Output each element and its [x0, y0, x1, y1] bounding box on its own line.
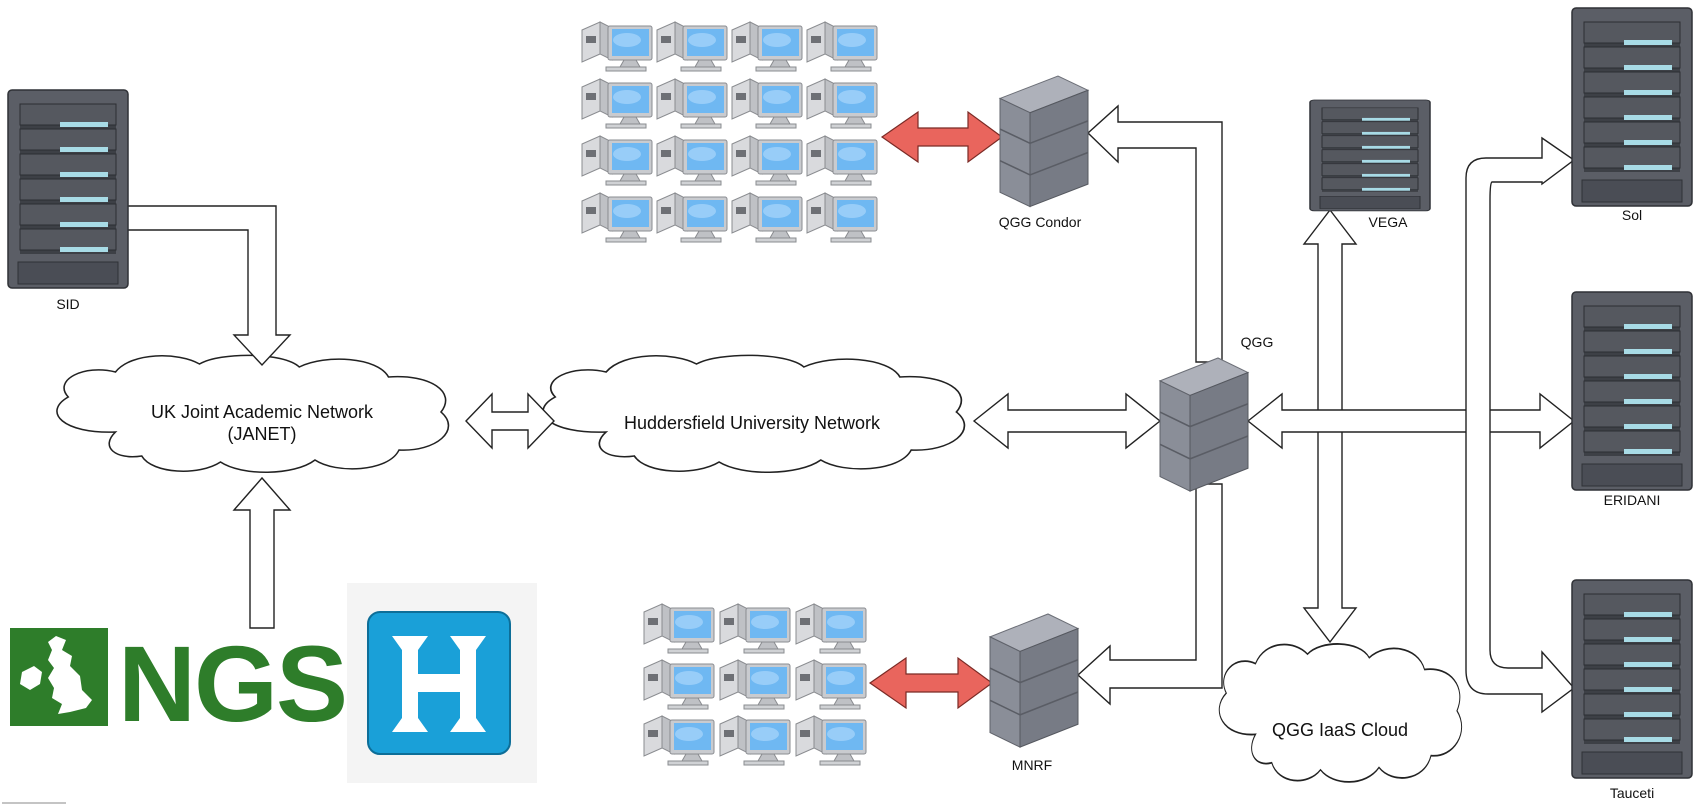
mnrf-pc-cluster	[643, 603, 867, 766]
red-arrow-condor	[880, 110, 1004, 164]
ngs-logo	[10, 628, 108, 726]
mnrf-server	[989, 613, 1079, 748]
janet-label: UK Joint Academic Network (JANET)	[151, 401, 373, 445]
arrow-sid-janet	[125, 205, 292, 367]
arrow-janet-huddersfield	[465, 392, 555, 450]
arrow-huddersfield-qgg	[972, 392, 1162, 450]
sol-label: Sol	[1621, 207, 1643, 223]
janet-label-line2: (JANET)	[227, 424, 297, 444]
qgg-condor-server	[999, 75, 1089, 208]
qgg-label: QGG	[1240, 334, 1274, 350]
sid-server	[7, 89, 129, 289]
vega-server	[1309, 99, 1431, 212]
arrow-qgg-eridani	[1246, 392, 1576, 450]
vega-label: VEGA	[1368, 214, 1408, 230]
connectors	[125, 104, 1576, 714]
iaas-label: QGG IaaS Cloud	[1271, 720, 1409, 740]
ngs-logo-text: NGS	[118, 623, 348, 744]
red-arrow-mnrf	[868, 656, 994, 710]
janet-label-line1: UK Joint Academic Network	[150, 402, 374, 422]
h-logo	[347, 583, 537, 783]
h-letter-icon	[392, 636, 486, 732]
tauceti-server	[1571, 579, 1693, 779]
arrow-sol-tauceti	[1465, 136, 1576, 714]
eridani-label: ERIDANI	[1603, 492, 1661, 508]
mnrf-label: MNRF	[1011, 757, 1053, 773]
arrow-ngs-janet	[232, 476, 292, 629]
condor-pc-cluster	[581, 21, 878, 243]
sol-server	[1571, 7, 1693, 207]
eridani-server	[1571, 291, 1693, 491]
qgg-server	[1159, 357, 1249, 492]
sid-label: SID	[56, 296, 80, 312]
tauceti-label: Tauceti	[1609, 785, 1655, 801]
arrow-qgg-mnrf	[1076, 483, 1223, 706]
qgg-condor-label: QGG Condor	[998, 214, 1082, 230]
iaas-cloud	[1218, 643, 1463, 783]
huddersfield-label: Huddersfield University Network	[623, 413, 881, 433]
uk-map-icon	[20, 636, 92, 714]
arrow-qgg-condor	[1086, 104, 1223, 363]
